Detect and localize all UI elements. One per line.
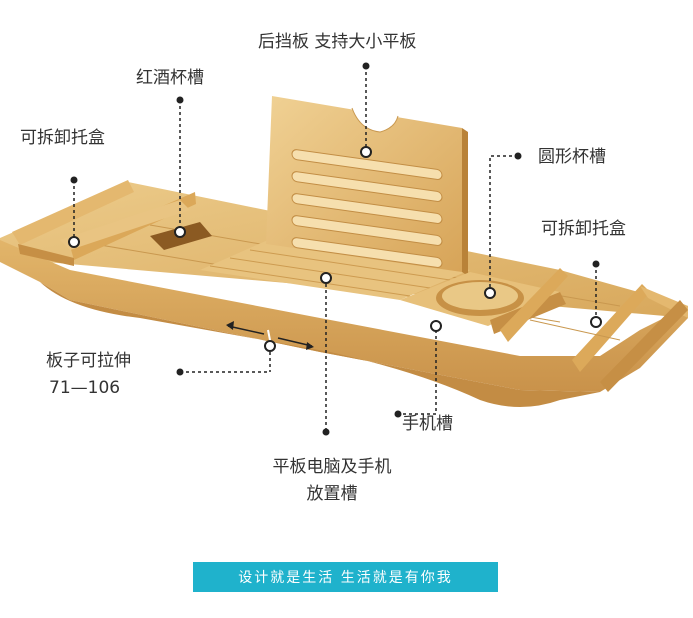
back-panel — [266, 96, 468, 276]
marker-dot — [592, 260, 600, 268]
marker-dot — [484, 287, 496, 299]
marker-dot — [322, 428, 330, 436]
slogan-banner: 设计就是生活 生活就是有你我 — [193, 562, 498, 592]
label-left-tray: 可拆卸托盒 — [20, 128, 105, 148]
marker-dot — [176, 368, 184, 376]
marker-dot — [320, 272, 332, 284]
label-extend-line1: 板子可拉伸 — [46, 351, 131, 371]
label-right-tray: 可拆卸托盒 — [541, 219, 626, 239]
marker-dot — [360, 146, 372, 158]
label-round-cup: 圆形杯槽 — [538, 147, 606, 167]
marker-dot — [264, 340, 276, 352]
marker-dot — [174, 226, 186, 238]
marker-dot — [68, 236, 80, 248]
marker-dot — [176, 96, 184, 104]
marker-dots — [68, 62, 602, 436]
label-wine-slot: 红酒杯槽 — [136, 68, 204, 88]
label-tablet-line2: 放置槽 — [306, 484, 358, 504]
label-phone-slot: 手机槽 — [402, 414, 453, 434]
marker-dot — [590, 316, 602, 328]
label-back-panel: 后挡板 支持大小平板 — [258, 32, 417, 52]
left-tray-box — [12, 180, 196, 266]
marker-dot — [394, 410, 402, 418]
leader-lines — [73, 66, 597, 432]
right-tray-box — [500, 268, 688, 392]
label-tablet-line1: 平板电脑及手机 — [272, 457, 392, 477]
sliding-section — [200, 240, 470, 300]
marker-dot — [70, 176, 78, 184]
marker-dot — [430, 320, 442, 332]
marker-dot — [362, 62, 370, 70]
label-extend-line2: 71—106 — [49, 378, 121, 398]
round-cup-holder — [400, 272, 566, 334]
marker-dot — [514, 152, 522, 160]
